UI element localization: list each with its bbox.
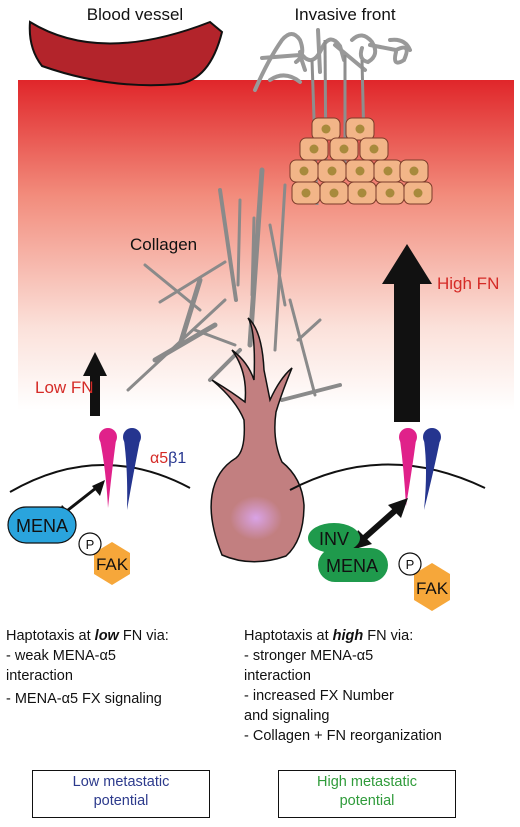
beta1-label: β1 xyxy=(168,450,186,467)
low-fn-arrow xyxy=(83,352,107,416)
right-caption-line: - stronger MENA-α5 xyxy=(244,648,374,664)
right-interaction-arrow xyxy=(352,498,408,550)
phospho-left xyxy=(78,532,102,556)
right-caption-title: Haptotaxis at high FN via: xyxy=(244,626,442,646)
high-metastatic-box: High metastatic potential xyxy=(278,770,456,818)
left-caption: Haptotaxis at low FN via: - weak MENA-α5… xyxy=(6,626,169,709)
low-box-line: Low metastatic xyxy=(72,774,170,790)
invasive-front-label: Invasive front xyxy=(294,5,395,24)
right-caption: Haptotaxis at high FN via: - stronger ME… xyxy=(244,626,442,746)
tumor-cell-cluster xyxy=(289,117,433,205)
tumor-cell-nucleus xyxy=(369,144,379,154)
high-fn-label: High FN xyxy=(437,274,499,293)
membrane-right xyxy=(289,463,486,491)
tumor-cell-nucleus xyxy=(413,188,423,198)
tumor-cell-nucleus xyxy=(321,124,331,134)
left-caption-line: - MENA-α5 FX signaling xyxy=(6,691,162,707)
tumor-cell-nucleus xyxy=(355,166,365,176)
blood-vessel-shape xyxy=(28,20,224,87)
high-box-line: High metastatic xyxy=(317,774,417,790)
tumor-cell-nucleus xyxy=(327,166,337,176)
inv-right xyxy=(308,523,360,553)
right-caption-emphasis: high xyxy=(332,628,364,644)
collagen-label: Collagen xyxy=(130,235,197,254)
tumor-cell-nucleus xyxy=(299,166,309,176)
fak-left-label: FAK xyxy=(96,555,129,574)
low-metastatic-box: Low metastatic potential xyxy=(32,770,210,818)
alpha5-label: α5 xyxy=(150,450,168,467)
tumor-cell-nucleus xyxy=(383,166,393,176)
tumor-cell-nucleus xyxy=(409,166,419,176)
tumor-cell-nucleus xyxy=(385,188,395,198)
migrating-cell xyxy=(210,317,305,563)
left-caption-emphasis: low xyxy=(94,628,119,644)
inv-right-label: INV xyxy=(319,529,349,549)
fak-left xyxy=(94,542,130,585)
tumor-cell-nucleus xyxy=(301,188,311,198)
high-fn-arrow xyxy=(382,244,432,422)
integrin-left xyxy=(99,428,141,510)
tumor-cell-nucleus xyxy=(339,144,349,154)
mena-left-label: MENA xyxy=(16,516,68,536)
fak-right xyxy=(414,563,450,611)
integrin-label: α5β1 xyxy=(150,450,186,467)
blood-vessel-label: Blood vessel xyxy=(87,5,183,24)
right-caption-line: and signaling xyxy=(244,708,330,724)
mena-left xyxy=(7,506,77,544)
fak-right-label: FAK xyxy=(416,579,449,598)
left-caption-line: - weak MENA-α5 xyxy=(6,648,116,664)
tumor-cell-nucleus xyxy=(329,188,339,198)
left-caption-line: interaction xyxy=(6,668,73,684)
mena-right xyxy=(318,548,388,582)
integrin-right xyxy=(399,428,441,510)
low-box-line: potential xyxy=(93,793,149,809)
phospho-right xyxy=(398,552,422,576)
low-fn-label: Low FN xyxy=(35,378,94,397)
mena-right-label: MENA xyxy=(326,556,378,576)
tumor-cell-nucleus xyxy=(309,144,319,154)
tumor-cell-nucleus xyxy=(355,124,365,134)
right-caption-title-suffix: FN via: xyxy=(363,628,414,644)
fibronectin-gradient xyxy=(18,80,514,410)
phospho-left-label: P xyxy=(86,537,95,552)
left-caption-title-suffix: FN via: xyxy=(118,628,169,644)
invasive-front-fibers xyxy=(253,28,412,92)
phospho-right-label: P xyxy=(406,557,415,572)
left-caption-title-prefix: Haptotaxis at xyxy=(6,628,95,644)
right-caption-line: - increased FX Number xyxy=(244,688,394,704)
tumor-cell-nucleus xyxy=(357,188,367,198)
left-caption-title: Haptotaxis at low FN via: xyxy=(6,626,169,646)
membrane-left xyxy=(9,463,191,493)
high-box-line: potential xyxy=(339,793,395,809)
cell-nucleus xyxy=(230,496,282,540)
right-caption-line: - Collagen + FN reorganization xyxy=(244,728,442,744)
right-caption-title-prefix: Haptotaxis at xyxy=(244,628,333,644)
right-caption-line: interaction xyxy=(244,668,311,684)
